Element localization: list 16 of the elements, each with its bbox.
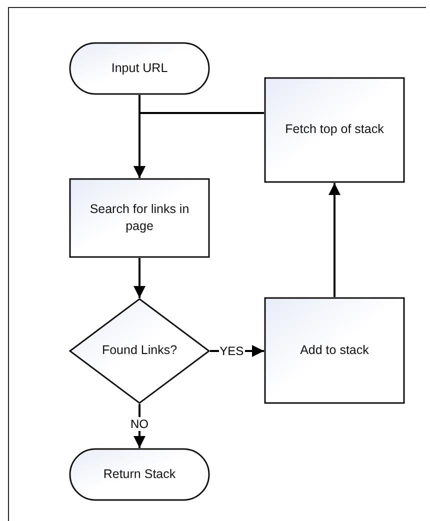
arrow [134, 112, 264, 178]
node-text: Fetch top of stack [284, 121, 385, 138]
process-box [264, 297, 405, 404]
node-text: Input URL [110, 60, 169, 77]
process-box [69, 178, 210, 258]
arrow [134, 258, 146, 298]
arrow [134, 404, 146, 448]
edge-label: YES [218, 344, 245, 358]
node-text: Add to stack [299, 342, 370, 359]
edge-label: NO [130, 416, 150, 431]
node-text: Search for links in page [88, 200, 190, 235]
process-box [264, 77, 405, 183]
node-text: Return Stack [102, 466, 177, 483]
arrow [328, 183, 340, 297]
node-text: Found Links? [100, 342, 178, 360]
decision-diamond [69, 298, 210, 404]
